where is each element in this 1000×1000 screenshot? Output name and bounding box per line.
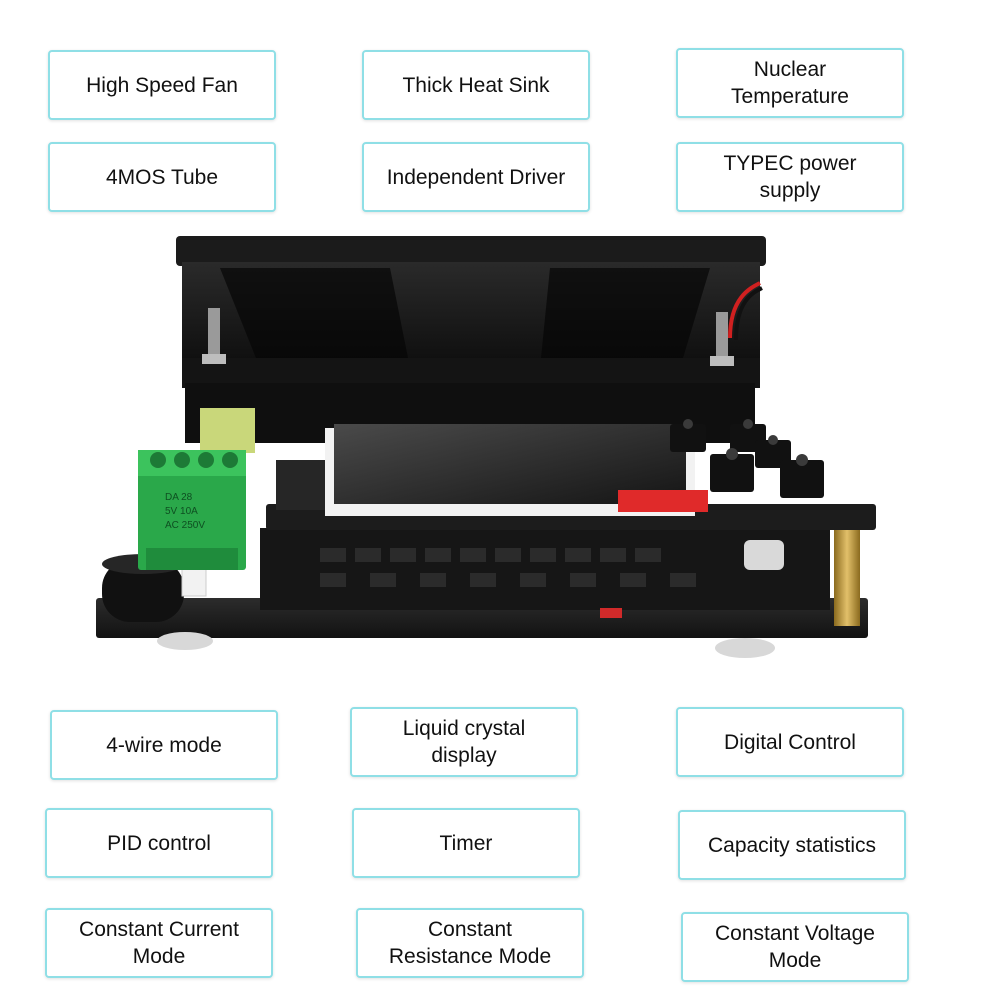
fan	[176, 236, 766, 388]
tag-label: Independent Driver	[386, 165, 566, 189]
terminal-print-3: AC 250V	[165, 520, 205, 531]
tag-label: Constant Voltage Mode	[715, 922, 875, 972]
tag-label: Capacity statistics	[707, 833, 877, 857]
tag-4-wire-mode: 4-wire mode	[50, 710, 278, 780]
tag-digital-control: Digital Control	[676, 707, 904, 777]
tag-label: 4MOS Tube	[105, 165, 219, 189]
tag-label: PID control	[107, 831, 211, 855]
buttons	[670, 424, 824, 498]
tag-typec-power-supply: TYPEC power supply	[676, 142, 904, 212]
tag-constant-resistance-mode: Constant Resistance Mode	[356, 908, 584, 978]
tag-4mos-tube: 4MOS Tube	[48, 142, 276, 212]
tag-label: Constant Current Mode	[79, 918, 239, 968]
tag-label: High Speed Fan	[86, 73, 238, 97]
tag-pid-control: PID control	[45, 808, 273, 878]
tag-timer: Timer	[352, 808, 580, 878]
tag-label: Constant Resistance Mode	[388, 918, 552, 968]
electronic-load-device-illustration: DA 28 5V 10A AC 250V	[96, 236, 876, 658]
tag-nuclear-temperature: Nuclear Temperature	[676, 48, 904, 118]
tag-label: 4-wire mode	[106, 733, 222, 757]
tag-independent-driver: Independent Driver	[362, 142, 590, 212]
terminal-block: DA 28 5V 10A AC 250V	[138, 450, 246, 570]
terminal-print-1: DA 28	[165, 492, 193, 503]
tag-label: Digital Control	[724, 730, 856, 754]
tag-label: Thick Heat Sink	[402, 73, 550, 97]
tag-capacity-statistics: Capacity statistics	[678, 810, 906, 880]
tag-thick-heat-sink: Thick Heat Sink	[362, 50, 590, 120]
tag-constant-current-mode: Constant Current Mode	[45, 908, 273, 978]
tag-label: TYPEC power supply	[723, 152, 857, 202]
tag-label: Nuclear Temperature	[731, 58, 849, 108]
terminal-print-2: 5V 10A	[165, 506, 198, 517]
display-board	[266, 419, 876, 530]
tag-liquid-crystal-display: Liquid crystal display	[350, 707, 578, 777]
tag-high-speed-fan: High Speed Fan	[48, 50, 276, 120]
tag-label: Liquid crystal display	[402, 717, 526, 767]
tag-label: Timer	[439, 831, 493, 855]
main-board	[96, 528, 868, 658]
tag-constant-voltage-mode: Constant Voltage Mode	[681, 912, 909, 982]
